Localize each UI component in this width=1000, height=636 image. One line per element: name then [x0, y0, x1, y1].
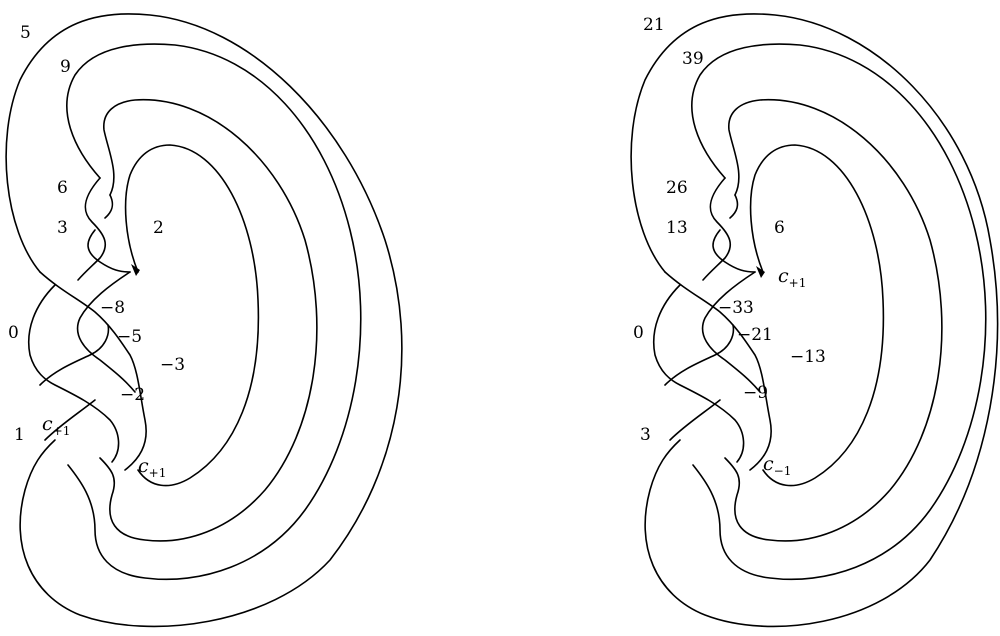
right-label-inner-a: −33	[718, 298, 754, 318]
left-label-outer: 5	[20, 23, 31, 43]
right-label-inner-d: −9	[743, 383, 768, 403]
right-braid-strand-c	[653, 284, 745, 463]
right-crossing-label-2: c−1	[763, 453, 791, 478]
left-braid-strand-c	[28, 284, 120, 463]
left-twist-strand-b	[87, 194, 131, 273]
left-inner-strand	[124, 144, 260, 487]
right-label-inner-b: −21	[737, 325, 773, 345]
left-label-inner-c: −3	[160, 355, 185, 375]
left-twist-strand-a	[77, 177, 107, 281]
left-crossing-label-1: c+1	[42, 413, 70, 438]
right-arrow-head	[756, 266, 765, 278]
right-strands	[630, 13, 999, 628]
right-crossing-label-1: c+1	[778, 265, 806, 290]
left-second-strand	[66, 43, 362, 581]
right-braid-strand-e	[669, 399, 721, 441]
left-braid-strand-b	[76, 271, 136, 393]
right-braid-strand-b	[701, 271, 761, 393]
left-braid-strand-d	[39, 324, 110, 386]
right-twist-strand-a	[702, 177, 732, 281]
right-label-inner-c: −13	[790, 347, 826, 367]
left-label-inner-b: −5	[117, 327, 142, 347]
left-knot-diagram: 5 9 6 3 2 −8 −5 −3 −2 0 1 c+1 c+1	[5, 13, 403, 628]
left-braid-strand-a	[39, 271, 147, 471]
right-outer-strand	[630, 13, 999, 628]
left-strands	[5, 13, 403, 628]
left-label-inner-a: −8	[100, 298, 125, 318]
left-label-left-low: 1	[14, 425, 25, 445]
right-label-left-mid: 0	[633, 323, 644, 343]
left-label-twist-upper: 6	[57, 178, 68, 198]
right-inner-strand	[749, 144, 885, 487]
left-labels: 5 9 6 3 2 −8 −5 −3 −2 0 1 c+1 c+1	[8, 23, 185, 480]
left-label-left-mid: 0	[8, 323, 19, 343]
right-braid-strand-d	[664, 324, 735, 386]
left-crossing-label-2: c+1	[138, 455, 166, 480]
left-arrow-head	[131, 264, 140, 276]
right-twist-strand-b	[712, 194, 756, 273]
right-braid-strand-a	[664, 271, 772, 471]
right-label-twist-lower: 13	[666, 218, 688, 238]
right-second-strand	[691, 43, 987, 581]
right-label-second: 39	[682, 49, 704, 69]
left-label-second: 9	[60, 57, 71, 77]
left-label-twist-lower: 3	[57, 218, 68, 238]
right-knot-diagram: 21 39 26 13 6 −33 −21 −13 −9 0 3 c+1 c−1	[630, 13, 999, 628]
left-braid-strand-e	[44, 399, 96, 441]
right-third-strand	[724, 99, 943, 542]
right-label-left-low: 3	[640, 425, 651, 445]
right-label-outer: 21	[643, 15, 665, 35]
right-label-twist-upper: 26	[666, 178, 688, 198]
left-label-inner-d: −2	[120, 385, 145, 405]
right-labels: 21 39 26 13 6 −33 −21 −13 −9 0 3 c+1 c−1	[633, 15, 826, 478]
left-label-arrow: 2	[153, 218, 164, 238]
right-label-arrow: 6	[774, 218, 785, 238]
left-outer-strand	[5, 13, 403, 628]
left-third-strand	[99, 99, 318, 542]
